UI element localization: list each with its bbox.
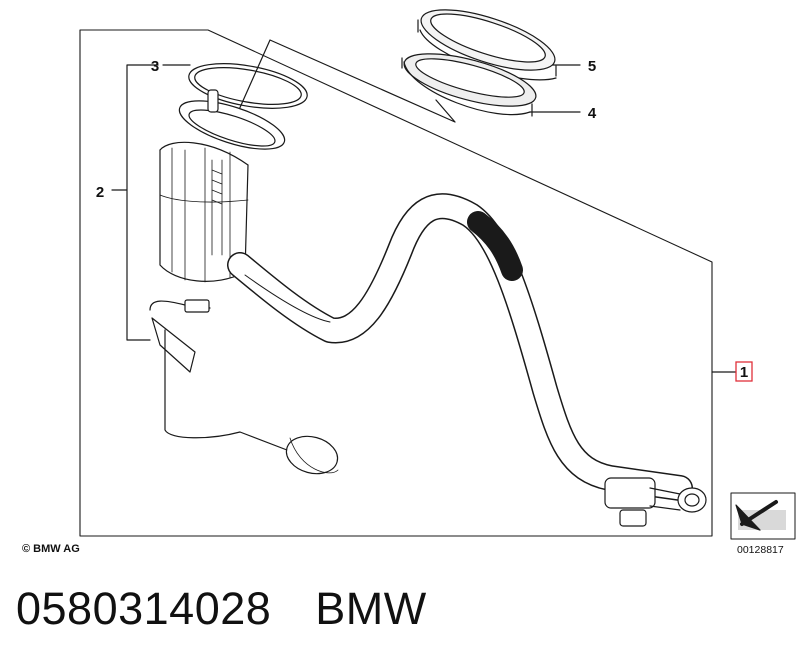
part-number: 0580314028 bbox=[16, 583, 272, 634]
hose-connector bbox=[604, 477, 707, 527]
bracket-45 bbox=[229, 39, 456, 131]
arrow-icon bbox=[730, 492, 796, 540]
diagram-id: 00128817 bbox=[737, 544, 784, 556]
level-sensor bbox=[149, 299, 339, 475]
callout-5: 5 bbox=[588, 58, 596, 75]
pump-canister bbox=[159, 141, 249, 283]
brand-name: BMW bbox=[315, 583, 427, 634]
lock-ring bbox=[417, 9, 557, 81]
assembly-frame bbox=[79, 29, 713, 537]
callout-labels: 1 2 3 4 5 bbox=[96, 58, 753, 382]
callout-3: 3 bbox=[151, 58, 159, 75]
callout-1: 1 bbox=[740, 364, 748, 381]
callout-4: 4 bbox=[588, 105, 597, 122]
copyright-text: © BMW AG bbox=[22, 543, 80, 555]
fuel-hose bbox=[227, 193, 693, 501]
bracket-2 bbox=[111, 64, 159, 341]
callout-1-box bbox=[735, 361, 753, 382]
pump-flange bbox=[178, 89, 286, 150]
footer-line: 0580314028 BMW bbox=[16, 583, 427, 635]
gasket bbox=[401, 53, 537, 117]
callout-2: 2 bbox=[96, 184, 104, 201]
seal-ring bbox=[188, 63, 308, 109]
